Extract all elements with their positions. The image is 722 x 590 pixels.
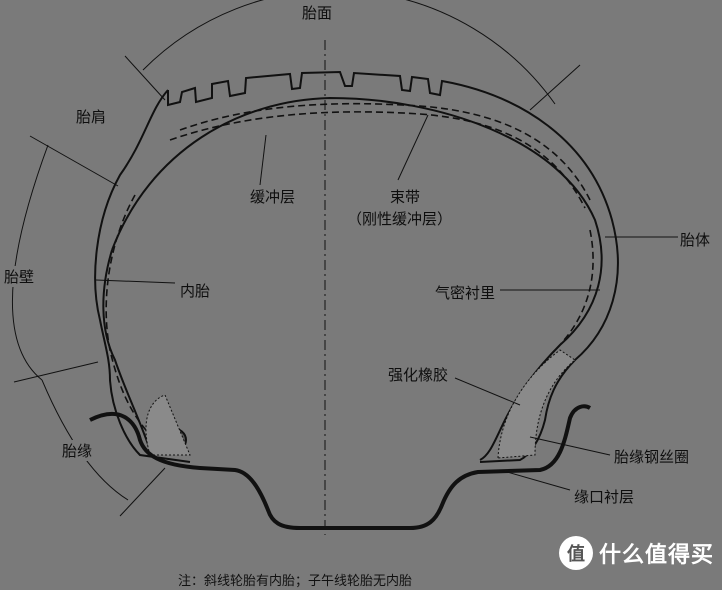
- label-bead-wire: 胎缘钢丝圈: [612, 446, 692, 467]
- label-body: 胎体: [678, 229, 713, 250]
- label-buffer: 缓冲层: [248, 186, 298, 207]
- label-belt-note: （刚性缓冲层）: [345, 208, 455, 229]
- tire-outer-contour: [167, 70, 619, 463]
- tread-dimension-arc: [142, 0, 556, 105]
- sidewall-dimension-arc: [11, 144, 49, 381]
- label-sidewall: 胎壁: [2, 266, 37, 287]
- label-tread: 胎面: [300, 2, 335, 23]
- rim: [89, 404, 592, 530]
- label-reinforcing-rubber: 强化橡胶: [386, 364, 451, 385]
- footnote: 注：斜线轮胎有内胎；子午线轮胎无内胎: [178, 574, 413, 589]
- label-airtight-liner: 气密衬里: [433, 282, 498, 303]
- label-shoulder: 胎肩: [74, 106, 109, 127]
- label-bead: 胎缘: [60, 440, 95, 461]
- watermark-badge: 值: [558, 536, 593, 570]
- watermark: 值 什么值得买: [558, 536, 714, 570]
- label-rim-liner: 缘口衬层: [572, 486, 637, 507]
- label-inner-tube: 内胎: [178, 280, 213, 301]
- label-belt: 束带: [388, 186, 423, 207]
- watermark-text: 什么值得买: [598, 543, 714, 568]
